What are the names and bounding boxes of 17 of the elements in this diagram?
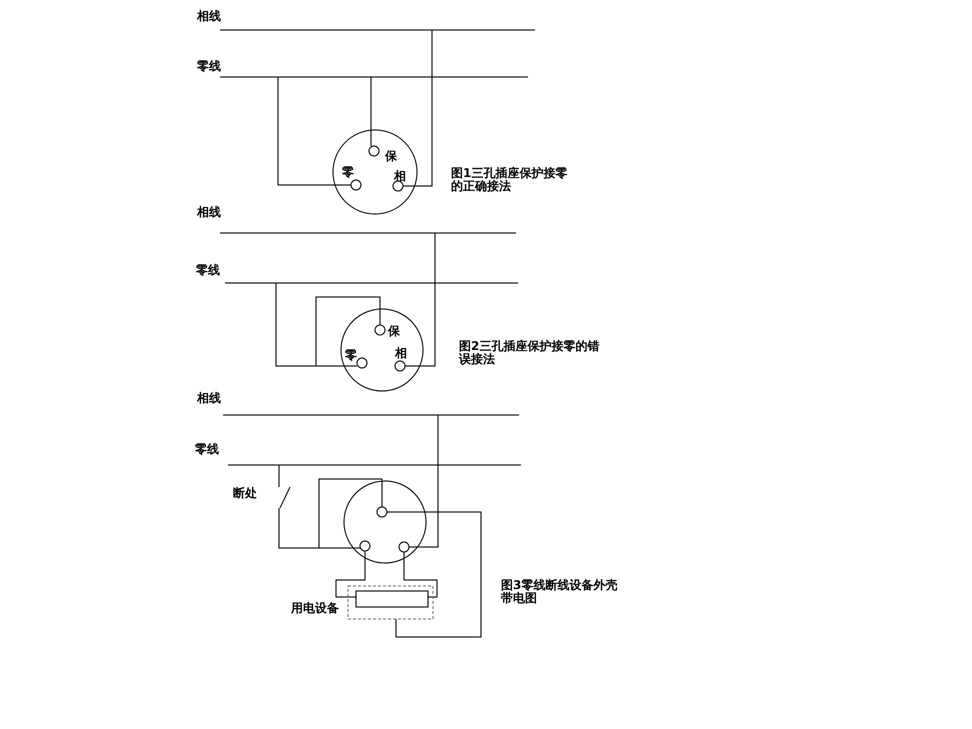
- figure-caption: 图1三孔插座保护接零的正确接法: [451, 167, 568, 193]
- pin-label: 零: [345, 349, 357, 362]
- pin-label: 相: [395, 347, 407, 360]
- wire-label: 相线: [197, 392, 221, 405]
- wire-label: 相线: [197, 206, 221, 219]
- wire-label: 相线: [197, 10, 221, 23]
- pin-label: 零: [342, 166, 354, 179]
- pin-label: 保: [388, 325, 400, 338]
- pin-label: 相: [394, 170, 406, 183]
- figure-caption: 图3零线断线设备外壳带电图: [501, 579, 618, 605]
- wire-label: 零线: [197, 60, 221, 73]
- break-point-label: 断处: [233, 487, 257, 500]
- figure-caption: 图2三孔插座保护接零的错误接法: [459, 340, 600, 366]
- pin-label: 保: [385, 150, 397, 163]
- wire-label: 零线: [195, 443, 219, 456]
- wire-label: 零线: [196, 264, 220, 277]
- device-label: 用电设备: [291, 602, 339, 615]
